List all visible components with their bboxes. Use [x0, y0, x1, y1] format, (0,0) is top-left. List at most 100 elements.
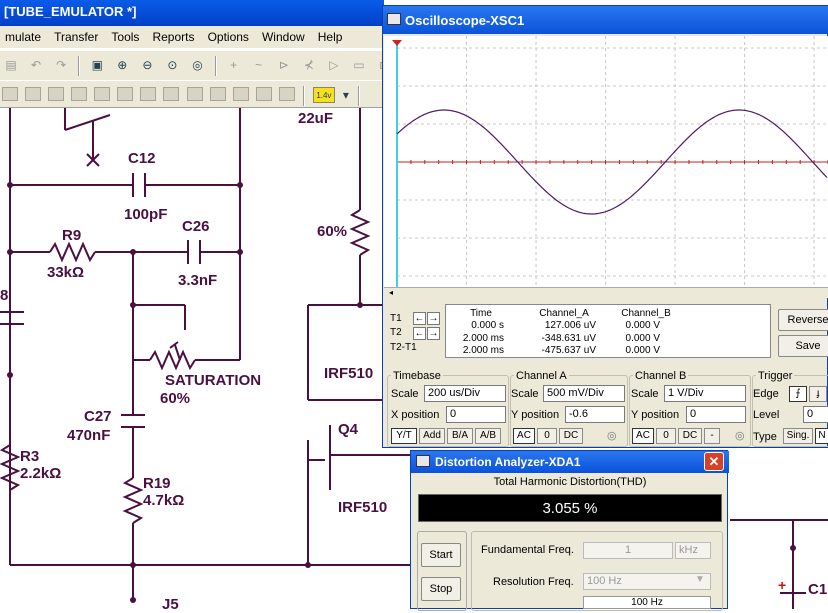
timebase-xpos-label: X position	[391, 409, 440, 421]
menu-tools[interactable]: Tools	[111, 30, 140, 44]
channel-a-scale-field[interactable]: 500 mV/Div	[543, 385, 625, 402]
readout-diff-channel-b: 0.000 V	[625, 345, 660, 356]
edge-rising-icon[interactable]: ⨍	[789, 386, 807, 402]
channel-a-ac-button[interactable]: AC	[513, 428, 535, 444]
spectrum-analyzer-icon[interactable]	[278, 87, 295, 101]
frequency-counter-icon[interactable]	[140, 87, 157, 101]
chevron-down-icon[interactable]: ▾	[342, 88, 349, 102]
mode-add-button[interactable]: Add	[419, 428, 445, 444]
ttl-component-icon[interactable]: ▭	[353, 58, 365, 72]
cmos-component-icon[interactable]: ⊏	[375, 56, 384, 74]
cursor-readout-table: Time Channel_A Channel_B 0.000 s 127.006…	[445, 304, 771, 358]
function-generator-icon[interactable]	[25, 87, 42, 101]
channel-a-zero-button[interactable]: 0	[537, 428, 557, 444]
stop-button[interactable]: Stop	[421, 577, 461, 601]
diode-component-icon[interactable]: ⊳	[278, 58, 289, 72]
redo-icon[interactable]: ↷	[56, 58, 67, 72]
channel-b-zero-button[interactable]: 0	[656, 428, 676, 444]
channel-b-ypos-field[interactable]: 0	[686, 406, 746, 423]
probe-voltage-icon[interactable]: 1.4v	[312, 87, 335, 103]
readout-t2-channel-a: -348.631 uV	[541, 333, 597, 344]
label-r9: R9	[62, 227, 82, 244]
label-irf510-bottom: IRF510	[338, 499, 388, 516]
transistor-component-icon[interactable]: ⊀	[303, 58, 314, 72]
logic-analyzer-icon[interactable]	[186, 87, 203, 101]
t1-right-arrow-icon[interactable]: →	[427, 312, 440, 325]
channel-b-ac-button[interactable]: AC	[632, 428, 654, 444]
menu-transfer[interactable]: Transfer	[54, 30, 99, 44]
trigger-level-field[interactable]: 0	[803, 406, 828, 423]
oscilloscope-screen[interactable]	[384, 36, 828, 287]
mode-ba-button[interactable]: B/A	[447, 428, 473, 444]
zoom-in-icon[interactable]: ⊕	[117, 58, 128, 72]
print-icon[interactable]: ▤	[5, 58, 17, 72]
trigger-level-label: Level	[753, 409, 780, 421]
analog-component-icon[interactable]: ▷	[329, 58, 339, 72]
distortion-analyzer-title-bar[interactable]: Distortion Analyzer-XDA1	[411, 451, 729, 473]
distortion-analyzer-title: Distortion Analyzer-XDA1	[435, 455, 581, 469]
channel-b-dc-button[interactable]: DC	[678, 428, 702, 444]
label-c26: C26	[182, 218, 210, 235]
oscilloscope-title-bar[interactable]: Oscilloscope-XSC1	[383, 6, 828, 34]
channel-b-scale-field[interactable]: 1 V/Div	[664, 385, 746, 402]
basic-component-icon[interactable]: ~	[255, 58, 263, 72]
t2-right-arrow-icon[interactable]: →	[427, 327, 440, 340]
fullscreen-icon[interactable]: ▣	[91, 58, 103, 72]
scroll-left-icon[interactable]: ◂	[389, 288, 394, 297]
menu-window[interactable]: Window	[261, 30, 305, 44]
bode-plotter-icon[interactable]	[117, 87, 134, 101]
menu-help[interactable]: Help	[317, 30, 343, 44]
t2-left-arrow-icon[interactable]: ←	[413, 327, 426, 340]
zoom-out-icon[interactable]: ⊖	[142, 58, 153, 72]
toolbar-separator	[302, 86, 305, 106]
wattmeter-icon[interactable]	[48, 87, 65, 101]
reverse-button[interactable]: Reverse	[778, 309, 828, 331]
oscilloscope-icon[interactable]	[71, 87, 88, 101]
edge-falling-icon[interactable]: ɟ	[809, 386, 827, 402]
oscilloscope-title: Oscilloscope-XSC1	[405, 13, 525, 28]
label-c27-value: 470nF	[67, 427, 111, 444]
fundamental-freq-field[interactable]: 1	[583, 542, 673, 559]
channel-b-invert-button[interactable]: -	[704, 428, 720, 444]
chevron-down-icon[interactable]: ▼	[695, 574, 705, 585]
timebase-xpos-field[interactable]: 0	[446, 406, 506, 423]
mode-ab-button[interactable]: A/B	[475, 428, 501, 444]
zoom-fit-icon[interactable]: ◎	[192, 58, 203, 72]
channel-a-trace	[396, 109, 828, 215]
close-button[interactable]: ✕	[704, 452, 724, 471]
label-pot-percent: 60%	[317, 223, 348, 240]
source-component-icon[interactable]: +	[230, 58, 238, 72]
schematic-canvas[interactable]: +	[0, 108, 828, 609]
trigger-normal-button[interactable]: N	[815, 428, 828, 444]
undo-icon[interactable]: ↶	[31, 58, 42, 72]
t1-left-arrow-icon[interactable]: ←	[413, 312, 426, 325]
channel-a-ypos-field[interactable]: -0.6	[565, 406, 625, 423]
menu-reports[interactable]: Reports	[152, 30, 195, 44]
zoom-area-icon[interactable]: ⊙	[167, 58, 178, 72]
timebase-title: Timebase	[391, 370, 443, 382]
iv-analyzer-icon[interactable]	[232, 87, 249, 101]
resolution-freq-select[interactable]: 100 Hz	[583, 573, 711, 590]
cursor-t1-marker-icon[interactable]	[392, 40, 402, 46]
channel-a-settings-icon[interactable]: ◎	[607, 430, 617, 442]
word-generator-icon[interactable]	[163, 87, 180, 101]
save-button[interactable]: Save	[778, 335, 828, 357]
resolution-freq-option: 100 Hz	[583, 596, 711, 609]
timebase-scale-field[interactable]: 200 us/Div	[424, 385, 506, 402]
distortion-analyzer-icon[interactable]	[255, 87, 272, 101]
multimeter-icon[interactable]	[2, 87, 18, 101]
toolbar-separator	[214, 56, 217, 76]
mode-yt-button[interactable]: Y/T	[391, 428, 417, 444]
start-button[interactable]: Start	[421, 543, 461, 567]
channel-a-scale-label: Scale	[511, 388, 539, 400]
trigger-single-button[interactable]: Sing.	[783, 428, 813, 444]
channel-a-dc-button[interactable]: DC	[559, 428, 583, 444]
trigger-edge-label: Edge	[753, 388, 779, 400]
fundamental-freq-unit[interactable]: kHz	[675, 542, 711, 559]
scope-scrollbar[interactable]: ◂	[384, 287, 828, 298]
menu-simulate[interactable]: mulate	[5, 30, 42, 44]
channel-b-settings-icon[interactable]: ◎	[735, 430, 745, 442]
menu-options[interactable]: Options	[207, 30, 249, 44]
logic-converter-icon[interactable]	[209, 87, 226, 101]
four-channel-scope-icon[interactable]	[94, 87, 111, 101]
